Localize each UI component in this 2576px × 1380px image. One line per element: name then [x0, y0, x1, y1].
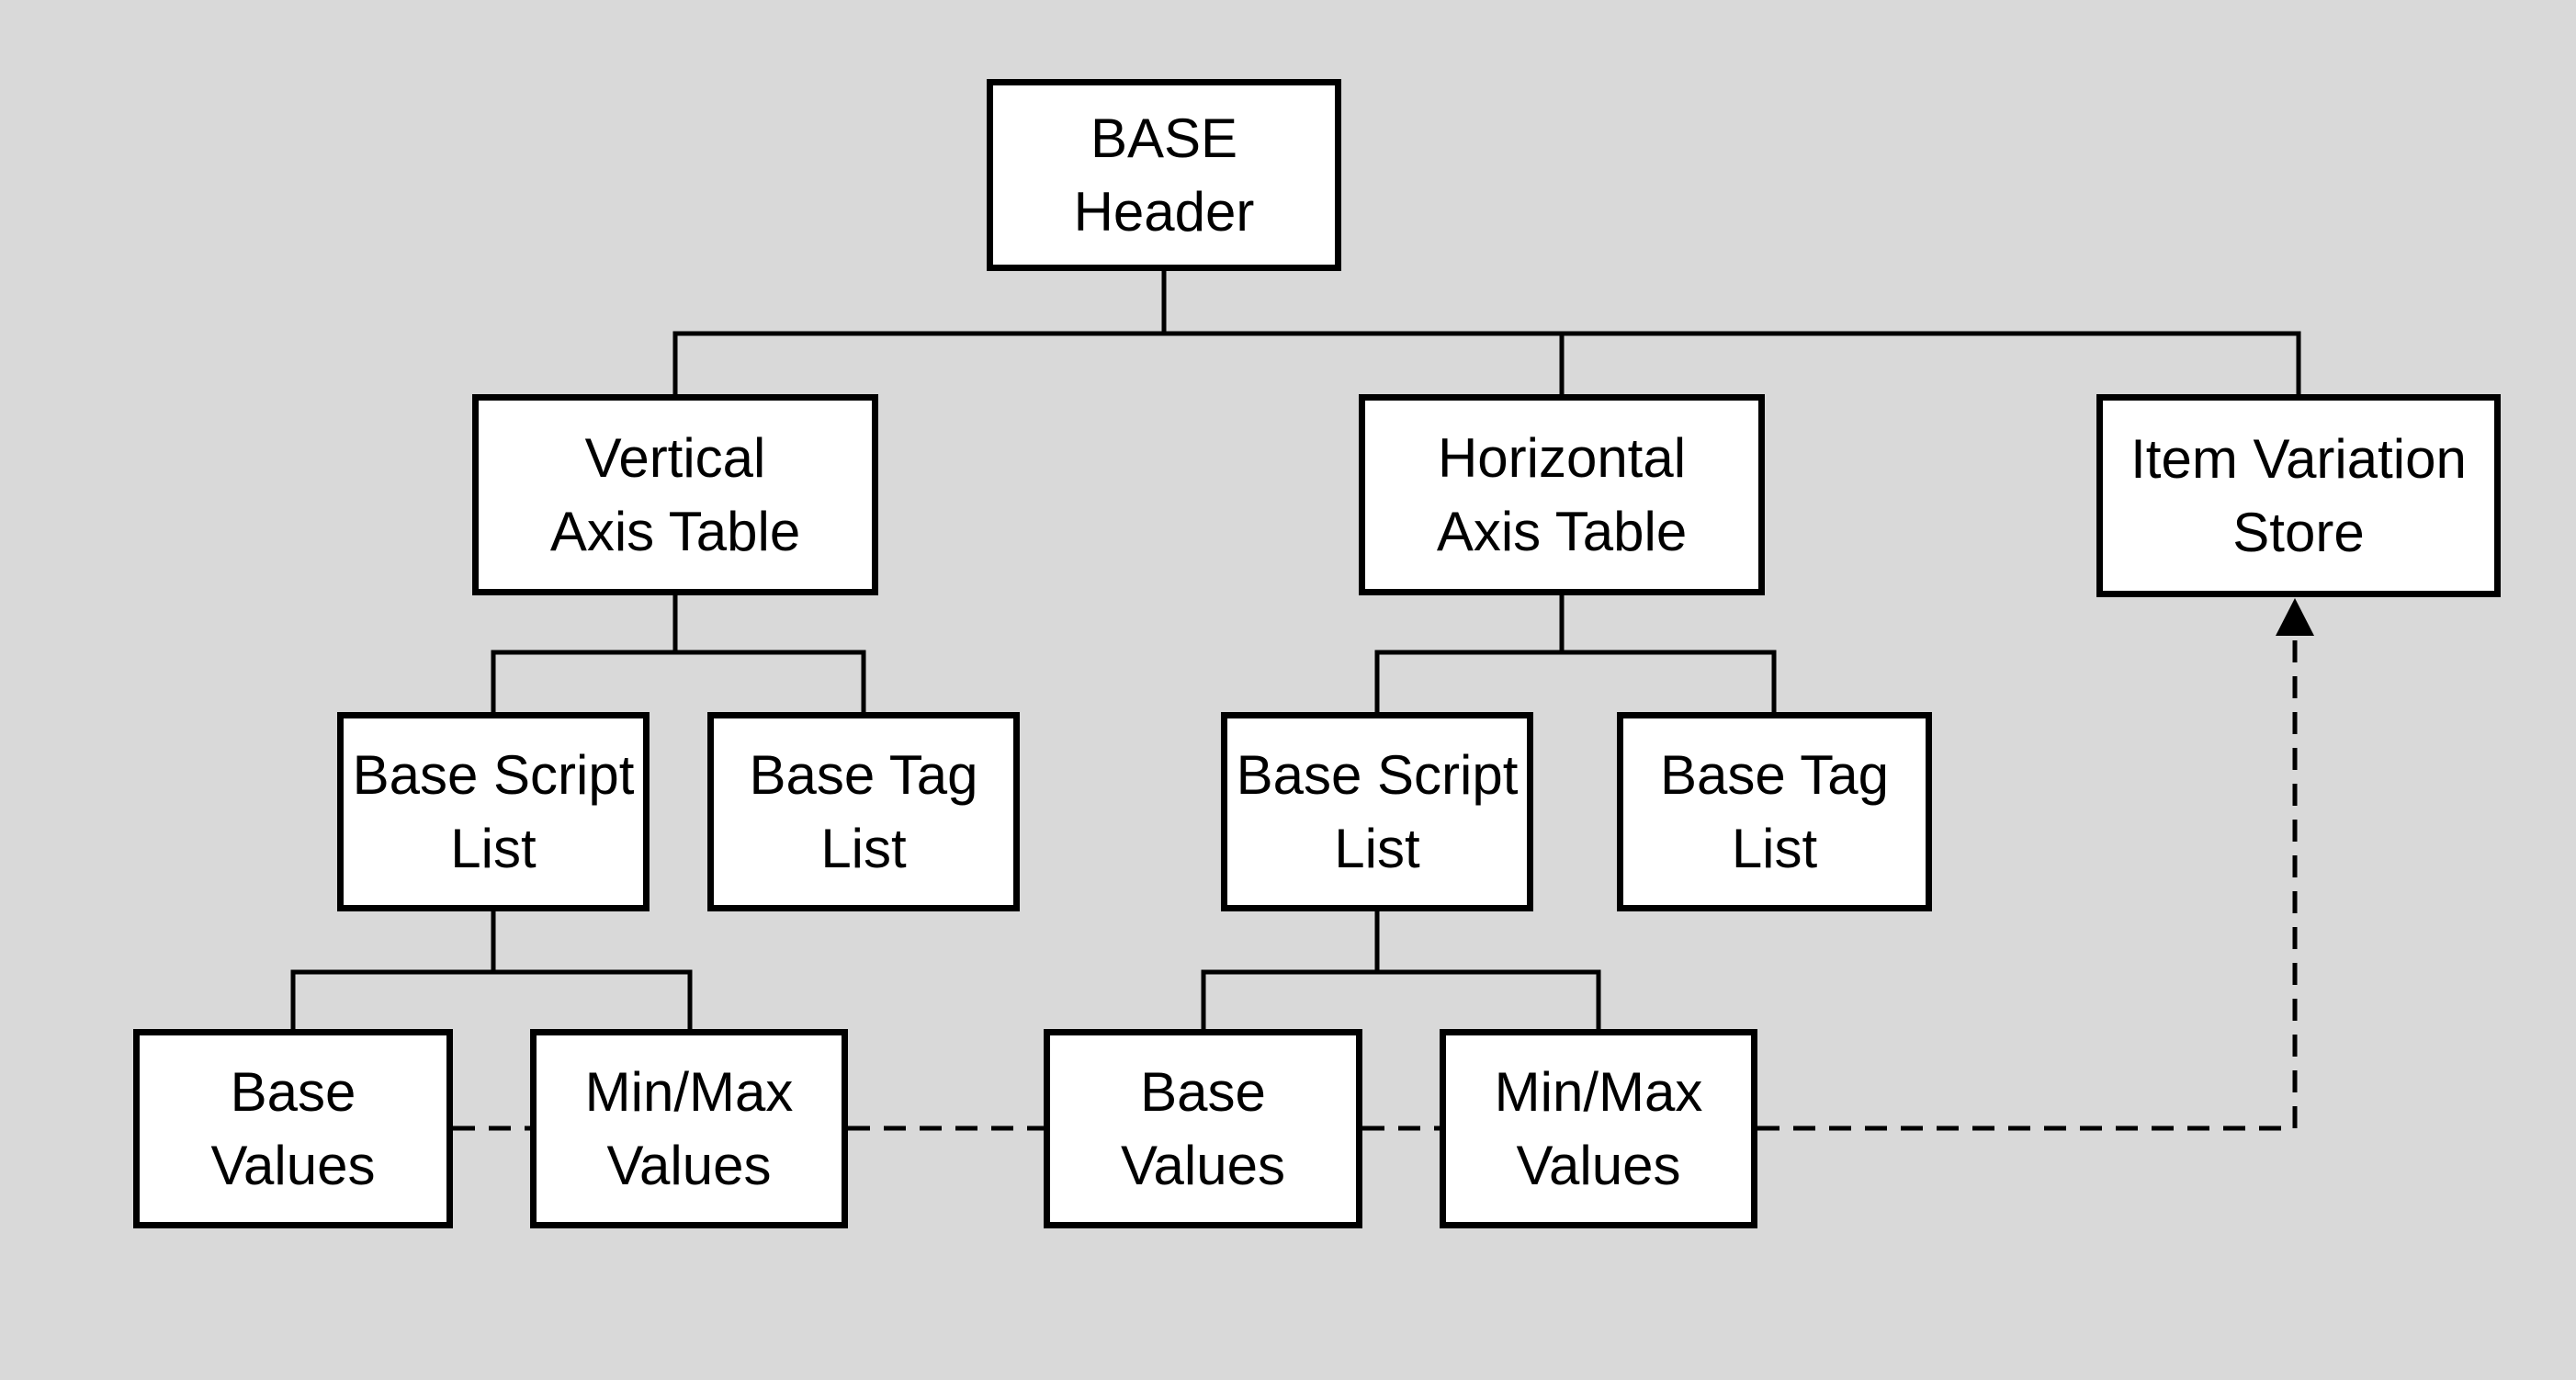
node-vertical-base-script-list: Base Script List: [337, 712, 650, 911]
node-vertical-base-tag-list: Base Tag List: [707, 712, 1020, 911]
node-vertical-base-values: Base Values: [133, 1029, 453, 1228]
node-item-variation-store: Item Variation Store: [2096, 394, 2501, 597]
node-horizontal-base-tag-list: Base Tag List: [1617, 712, 1932, 911]
node-horizontal-axis-table: Horizontal Axis Table: [1359, 394, 1765, 595]
connector-h-script-list-rail: [1201, 969, 1601, 1029]
node-horizontal-base-script-list: Base Script List: [1221, 712, 1533, 911]
node-horizontal-base-values: Base Values: [1044, 1029, 1362, 1228]
connector-vertical-axis-rail: [491, 650, 866, 712]
node-vertical-axis-table: Vertical Axis Table: [472, 394, 878, 595]
node-horizontal-minmax-values: Min/Max Values: [1440, 1029, 1757, 1228]
connector-level1-rail: [672, 331, 2301, 394]
node-base-header: BASE Header: [987, 79, 1341, 271]
connector-v-script-list-rail: [290, 969, 693, 1029]
arrowhead-into-item-variation-store: [2276, 598, 2314, 636]
dashed-link-to-store: [1757, 636, 2298, 1131]
connector-horizontal-axis-rail: [1374, 650, 1777, 712]
node-vertical-minmax-values: Min/Max Values: [530, 1029, 848, 1228]
